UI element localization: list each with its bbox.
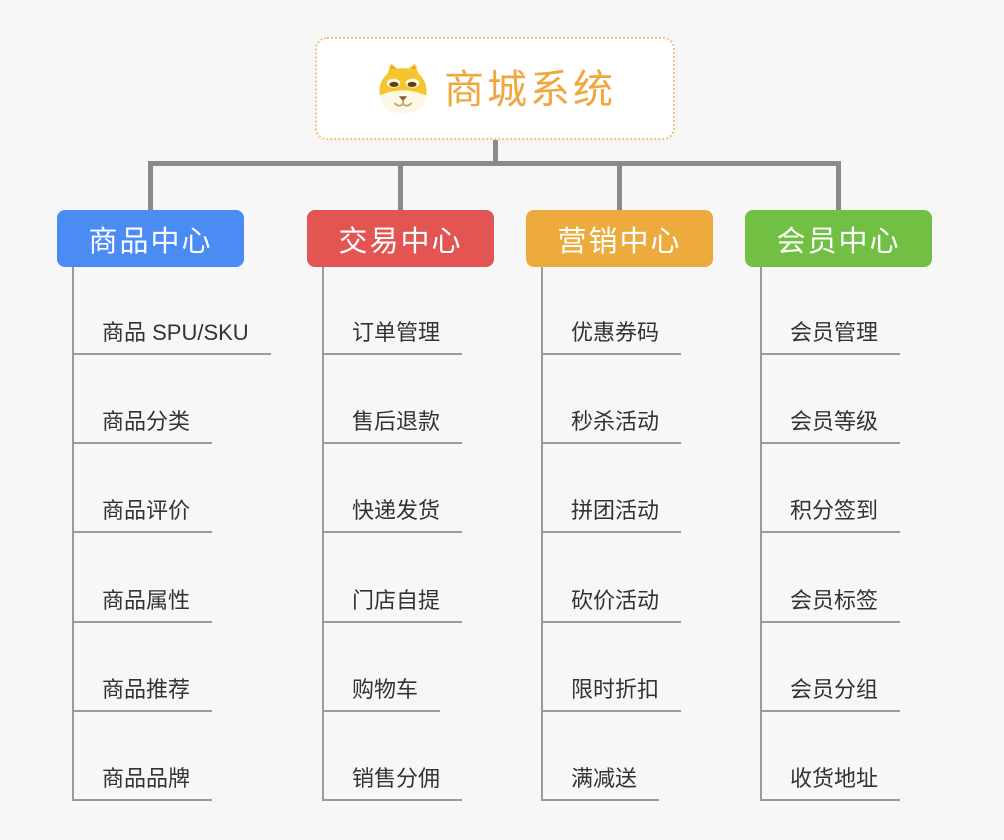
leaf-item[interactable]: 收货地址 xyxy=(760,766,901,801)
leaf-item[interactable]: 售后退款 xyxy=(322,409,463,444)
leaf-item[interactable]: 砍价活动 xyxy=(541,588,682,623)
branch-trunk-line xyxy=(760,267,762,801)
branch-drop-connector xyxy=(617,161,622,210)
leaf-item[interactable]: 会员标签 xyxy=(760,588,901,623)
leaf-item[interactable]: 会员等级 xyxy=(760,409,901,444)
leaf-item[interactable]: 满减送 xyxy=(541,766,660,801)
leaf-item[interactable]: 商品品牌 xyxy=(72,766,213,801)
root-connector xyxy=(493,140,498,166)
branch-trunk-line xyxy=(541,267,543,801)
branch-node-2[interactable]: 交易中心 xyxy=(307,210,494,267)
branch-node-1[interactable]: 商品中心 xyxy=(57,210,244,267)
leaf-item[interactable]: 优惠券码 xyxy=(541,320,682,355)
leaf-item[interactable]: 商品 SPU/SKU xyxy=(72,320,271,355)
branch-node-3[interactable]: 营销中心 xyxy=(526,210,713,267)
branch-node-4[interactable]: 会员中心 xyxy=(745,210,932,267)
leaf-item[interactable]: 秒杀活动 xyxy=(541,409,682,444)
leaf-item[interactable]: 销售分佣 xyxy=(322,766,463,801)
branch-drop-connector xyxy=(148,161,153,210)
leaf-item[interactable]: 购物车 xyxy=(322,677,441,712)
leaf-item[interactable]: 积分签到 xyxy=(760,498,901,533)
bus-connector xyxy=(148,161,841,166)
branch-drop-connector xyxy=(398,161,403,210)
leaf-item[interactable]: 会员管理 xyxy=(760,320,901,355)
leaf-item[interactable]: 限时折扣 xyxy=(541,677,682,712)
leaf-item[interactable]: 会员分组 xyxy=(760,677,901,712)
shiba-dog-icon xyxy=(374,60,432,118)
leaf-item[interactable]: 门店自提 xyxy=(322,588,463,623)
leaf-item[interactable]: 快递发货 xyxy=(322,498,463,533)
branch-drop-connector xyxy=(836,161,841,210)
leaf-item[interactable]: 商品属性 xyxy=(72,588,213,623)
leaf-item[interactable]: 商品评价 xyxy=(72,498,213,533)
branch-trunk-line xyxy=(322,267,324,801)
root-title: 商城系统 xyxy=(444,67,616,112)
leaf-item[interactable]: 订单管理 xyxy=(322,320,463,355)
leaf-item[interactable]: 商品分类 xyxy=(72,409,213,444)
branch-trunk-line xyxy=(72,267,74,801)
root-node[interactable]: 商城系统 xyxy=(315,37,675,140)
leaf-item[interactable]: 商品推荐 xyxy=(72,677,213,712)
leaf-item[interactable]: 拼团活动 xyxy=(541,498,682,533)
